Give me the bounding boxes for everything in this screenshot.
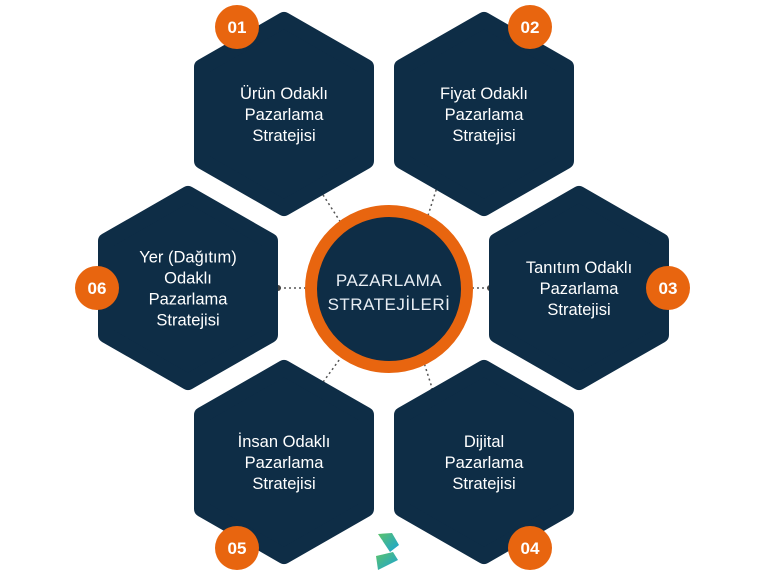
strategy-label-line: Pazarlama: [149, 291, 229, 309]
strategy-label-line: Pazarlama: [245, 106, 325, 124]
strategy-label-line: Pazarlama: [445, 454, 525, 472]
strategy-label-line: İnsan Odaklı: [238, 432, 331, 451]
badge-number: 03: [659, 279, 678, 298]
badge-number: 02: [521, 18, 540, 37]
center-title-line-1: PAZARLAMA: [336, 271, 442, 290]
strategy-label-line: Stratejisi: [156, 312, 219, 330]
strategy-label-line: Ürün Odaklı: [240, 85, 328, 103]
strategy-label-line: Stratejisi: [252, 475, 315, 493]
badge-number: 06: [88, 279, 107, 298]
strategy-label-line: Pazarlama: [540, 280, 620, 298]
strategy-label-line: Pazarlama: [245, 454, 325, 472]
strategy-label-line: Stratejisi: [452, 127, 515, 145]
strategy-label-line: Odaklı: [164, 270, 212, 288]
badge-number: 04: [521, 539, 540, 558]
center-circle: PAZARLAMA STRATEJİLERİ: [305, 205, 473, 373]
strategy-label-line: Stratejisi: [547, 301, 610, 319]
center-title-line-2: STRATEJİLERİ: [328, 295, 451, 314]
number-badge-03: 03: [646, 266, 690, 310]
badge-number: 05: [228, 539, 247, 558]
strategy-label-line: Tanıtım Odaklı: [526, 259, 632, 277]
badge-number: 01: [228, 18, 247, 37]
strategy-label-line: Yer (Dağıtım): [139, 249, 237, 267]
brand-logo: [376, 533, 399, 570]
number-badge-06: 06: [75, 266, 119, 310]
strategy-label-line: Pazarlama: [445, 106, 525, 124]
strategy-label-line: Stratejisi: [252, 127, 315, 145]
number-badge-02: 02: [508, 5, 552, 49]
number-badge-05: 05: [215, 526, 259, 570]
strategy-label-line: Dijital: [464, 433, 504, 451]
number-badge-01: 01: [215, 5, 259, 49]
number-badge-04: 04: [508, 526, 552, 570]
strategy-label-line: Fiyat Odaklı: [440, 85, 528, 103]
strategy-label-line: Stratejisi: [452, 475, 515, 493]
